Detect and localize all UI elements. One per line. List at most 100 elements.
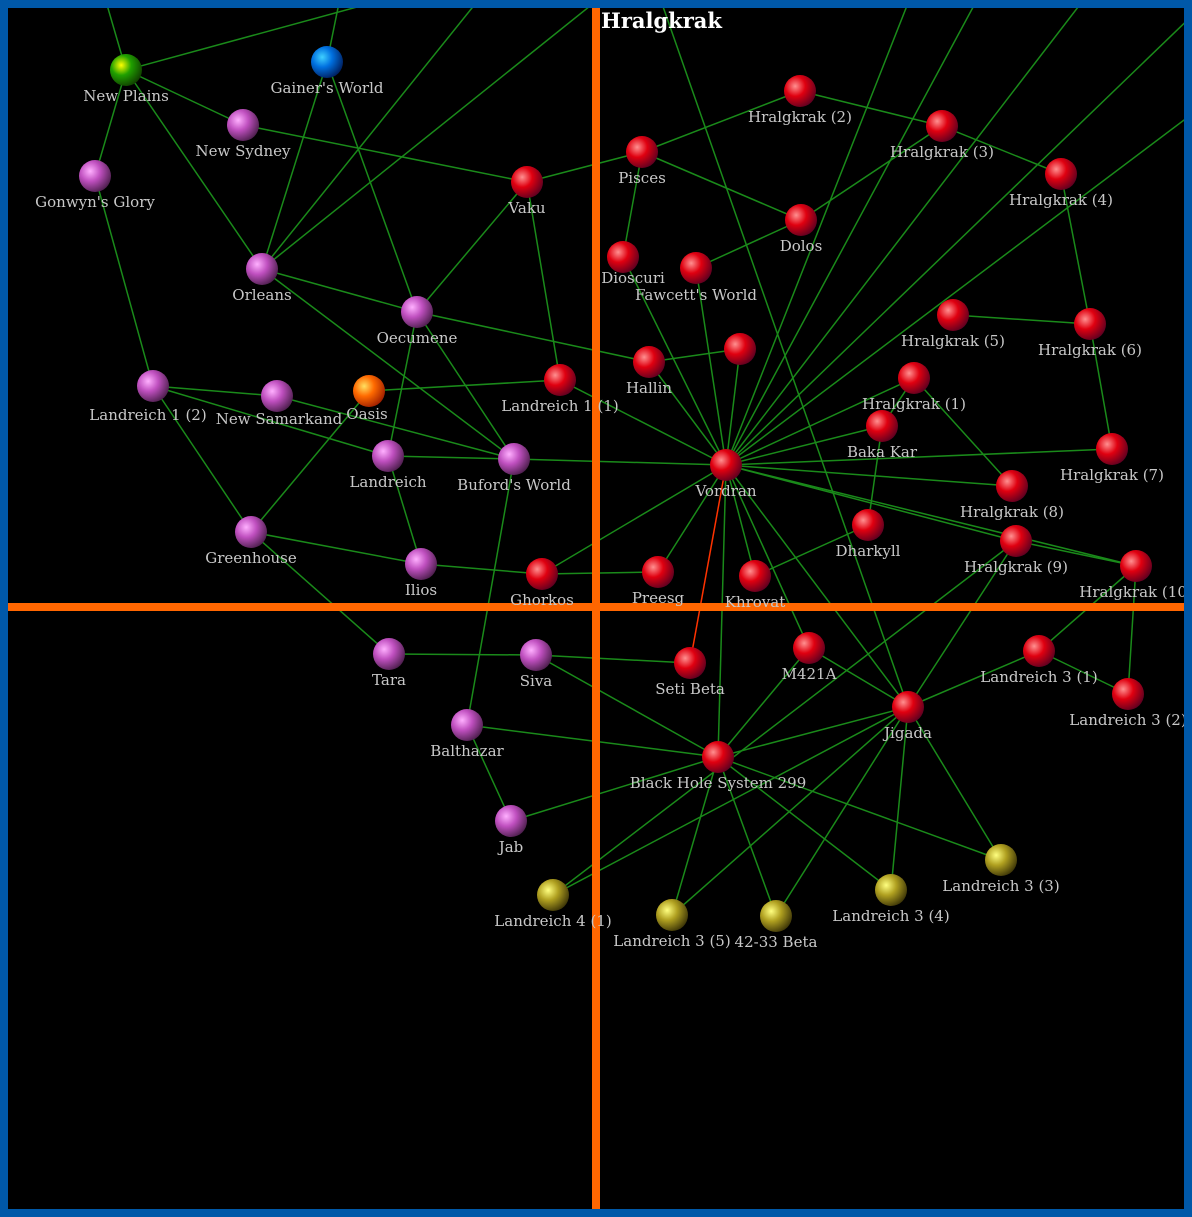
system-sphere-icon[interactable] bbox=[353, 375, 385, 407]
system-node[interactable]: Landreich bbox=[349, 440, 427, 491]
system-sphere-icon[interactable] bbox=[633, 346, 665, 378]
system-sphere-icon[interactable] bbox=[227, 109, 259, 141]
system-node[interactable]: Landreich 1 (2) bbox=[89, 370, 207, 424]
system-node[interactable]: Landreich 3 (1) bbox=[980, 635, 1098, 686]
system-node[interactable]: Hallin bbox=[626, 346, 672, 397]
system-node[interactable]: Baka Kar bbox=[847, 410, 918, 461]
system-sphere-icon[interactable] bbox=[1000, 525, 1032, 557]
system-node[interactable]: 42-33 Beta bbox=[735, 900, 818, 951]
system-sphere-icon[interactable] bbox=[520, 639, 552, 671]
system-sphere-icon[interactable] bbox=[926, 110, 958, 142]
system-sphere-icon[interactable] bbox=[710, 449, 742, 481]
system-sphere-icon[interactable] bbox=[1112, 678, 1144, 710]
system-node[interactable]: Hralgkrak (7) bbox=[1060, 433, 1164, 484]
system-sphere-icon[interactable] bbox=[607, 241, 639, 273]
system-node[interactable]: Hralgkrak (2) bbox=[748, 75, 852, 126]
system-node[interactable]: Seti Beta bbox=[655, 647, 725, 698]
system-sphere-icon[interactable] bbox=[793, 632, 825, 664]
system-sphere-icon[interactable] bbox=[235, 516, 267, 548]
system-node[interactable]: Greenhouse bbox=[205, 516, 297, 567]
system-sphere-icon[interactable] bbox=[544, 364, 576, 396]
system-node[interactable]: Ghorkos bbox=[510, 558, 574, 609]
system-node[interactable]: Hralgkrak (10) bbox=[1079, 550, 1184, 601]
system-sphere-icon[interactable] bbox=[1023, 635, 1055, 667]
system-node[interactable]: New Sydney bbox=[196, 109, 291, 160]
system-node[interactable]: Vaku bbox=[507, 166, 546, 217]
system-sphere-icon[interactable] bbox=[680, 252, 712, 284]
system-node[interactable]: Hralgkrak (8) bbox=[960, 470, 1064, 521]
system-sphere-icon[interactable] bbox=[852, 509, 884, 541]
system-node[interactable]: Dolos bbox=[780, 204, 823, 255]
system-node[interactable]: Jigada bbox=[882, 691, 932, 742]
system-node[interactable]: Jab bbox=[495, 805, 527, 856]
system-sphere-icon[interactable] bbox=[996, 470, 1028, 502]
system-node[interactable]: Oecumene bbox=[377, 296, 458, 347]
system-sphere-icon[interactable] bbox=[537, 879, 569, 911]
system-sphere-icon[interactable] bbox=[373, 638, 405, 670]
system-node[interactable]: Preesg bbox=[632, 556, 685, 607]
system-node[interactable]: Hralgkrak (9) bbox=[964, 525, 1068, 576]
system-node[interactable]: Buford's World bbox=[457, 443, 571, 494]
system-sphere-icon[interactable] bbox=[892, 691, 924, 723]
system-node[interactable]: Fawcett's World bbox=[635, 252, 757, 304]
system-sphere-icon[interactable] bbox=[724, 333, 756, 365]
system-sphere-icon[interactable] bbox=[526, 558, 558, 590]
system-node[interactable]: Tara bbox=[372, 638, 406, 689]
system-node[interactable]: Orleans bbox=[232, 253, 292, 304]
system-sphere-icon[interactable] bbox=[674, 647, 706, 679]
system-sphere-icon[interactable] bbox=[451, 709, 483, 741]
system-node[interactable]: Ilios bbox=[405, 548, 437, 599]
system-node[interactable]: Landreich 3 (2) bbox=[1069, 678, 1184, 729]
system-sphere-icon[interactable] bbox=[760, 900, 792, 932]
system-node[interactable]: Landreich 3 (3) bbox=[942, 844, 1060, 895]
system-sphere-icon[interactable] bbox=[866, 410, 898, 442]
system-node[interactable]: Dioscuri bbox=[601, 241, 665, 287]
system-node[interactable]: Landreich 3 (4) bbox=[832, 874, 950, 925]
system-node[interactable]: Hralgkrak (1) bbox=[862, 362, 966, 413]
system-sphere-icon[interactable] bbox=[784, 75, 816, 107]
system-node[interactable]: Siva bbox=[520, 639, 553, 690]
system-sphere-icon[interactable] bbox=[656, 899, 688, 931]
system-sphere-icon[interactable] bbox=[261, 380, 293, 412]
system-sphere-icon[interactable] bbox=[372, 440, 404, 472]
system-node[interactable]: Oasis bbox=[346, 375, 388, 423]
system-sphere-icon[interactable] bbox=[137, 370, 169, 402]
system-sphere-icon[interactable] bbox=[1045, 158, 1077, 190]
system-node[interactable]: Gainer's World bbox=[270, 46, 384, 97]
system-node[interactable]: Dharkyll bbox=[836, 509, 901, 560]
system-sphere-icon[interactable] bbox=[898, 362, 930, 394]
system-node[interactable]: Khrovat bbox=[725, 560, 786, 611]
system-sphere-icon[interactable] bbox=[739, 560, 771, 592]
system-node[interactable]: Landreich 3 (5) bbox=[613, 899, 731, 950]
system-sphere-icon[interactable] bbox=[1074, 308, 1106, 340]
system-node[interactable]: M421A bbox=[782, 632, 837, 683]
system-sphere-icon[interactable] bbox=[110, 54, 142, 86]
system-sphere-icon[interactable] bbox=[511, 166, 543, 198]
system-node[interactable] bbox=[724, 333, 756, 365]
system-sphere-icon[interactable] bbox=[495, 805, 527, 837]
system-sphere-icon[interactable] bbox=[498, 443, 530, 475]
system-sphere-icon[interactable] bbox=[79, 160, 111, 192]
system-node[interactable]: Landreich 4 (1) bbox=[494, 879, 612, 930]
system-node[interactable]: New Plains bbox=[83, 54, 169, 105]
system-sphere-icon[interactable] bbox=[401, 296, 433, 328]
system-node[interactable]: Hralgkrak (3) bbox=[890, 110, 994, 161]
system-sphere-icon[interactable] bbox=[985, 844, 1017, 876]
system-sphere-icon[interactable] bbox=[405, 548, 437, 580]
system-sphere-icon[interactable] bbox=[937, 299, 969, 331]
system-sphere-icon[interactable] bbox=[1096, 433, 1128, 465]
system-node[interactable]: Hralgkrak (4) bbox=[1009, 158, 1113, 209]
system-sphere-icon[interactable] bbox=[642, 556, 674, 588]
system-sphere-icon[interactable] bbox=[626, 136, 658, 168]
system-node[interactable]: Hralgkrak (6) bbox=[1038, 308, 1142, 359]
system-sphere-icon[interactable] bbox=[246, 253, 278, 285]
system-sphere-icon[interactable] bbox=[702, 741, 734, 773]
system-node[interactable]: Gonwyn's Glory bbox=[35, 160, 155, 211]
system-sphere-icon[interactable] bbox=[785, 204, 817, 236]
system-node[interactable]: Hralgkrak (5) bbox=[901, 299, 1005, 350]
system-node[interactable]: Black Hole System 299 bbox=[630, 741, 807, 792]
system-node[interactable]: New Samarkand bbox=[216, 380, 343, 428]
system-node[interactable]: Vordran bbox=[694, 449, 757, 500]
system-node[interactable]: Pisces bbox=[618, 136, 666, 187]
